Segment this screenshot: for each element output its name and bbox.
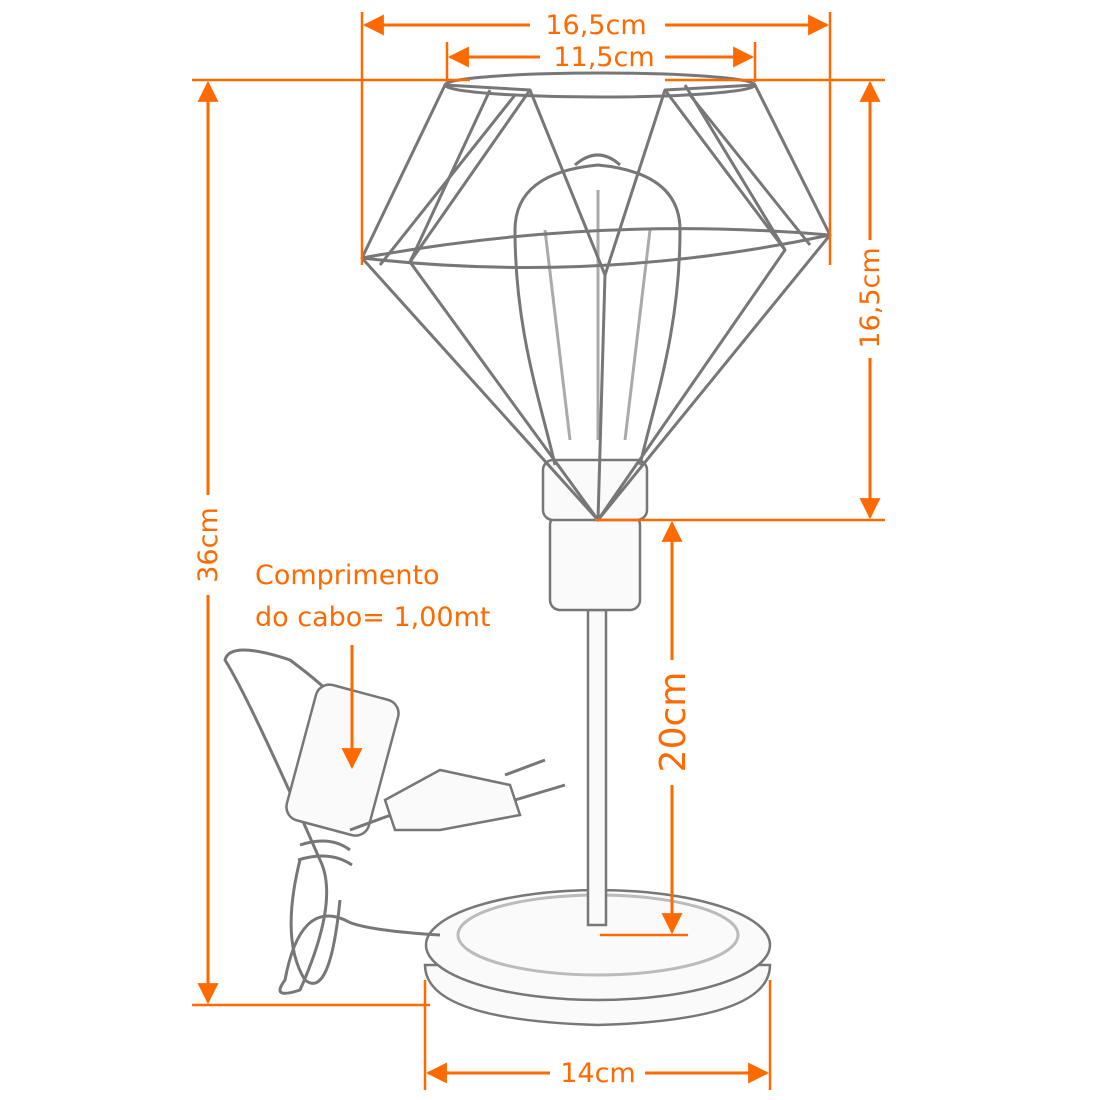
extension-lines xyxy=(192,12,885,1090)
label-total-height: 36cm xyxy=(193,507,224,583)
cable-note-line1: Comprimento xyxy=(255,560,440,591)
label-cage-width-top: 11,5cm xyxy=(553,42,654,73)
dimension-cage-width-top: 11,5cm xyxy=(447,42,755,73)
socket xyxy=(541,458,649,612)
dimension-cage-width-outer: 16,5cm xyxy=(362,10,830,41)
label-cage-height: 16,5cm xyxy=(855,247,886,348)
label-rod-height: 20cm xyxy=(653,672,694,773)
bulb xyxy=(513,153,682,466)
dimension-cage-height: 16,5cm xyxy=(855,80,886,520)
label-cage-width-outer: 16,5cm xyxy=(545,10,646,41)
dimension-total-height: 36cm xyxy=(193,80,224,1005)
cage xyxy=(360,71,832,522)
lamp-illustration xyxy=(223,71,832,1027)
dimension-base-diameter: 14cm xyxy=(425,1058,770,1089)
cable-length-note: Comprimento do cabo= 1,00mt xyxy=(255,560,491,770)
rod xyxy=(586,608,608,927)
label-base-diameter: 14cm xyxy=(560,1058,636,1089)
dimension-rod-height: 20cm xyxy=(653,520,694,935)
cable-note-line2: do cabo= 1,00mt xyxy=(255,602,491,633)
